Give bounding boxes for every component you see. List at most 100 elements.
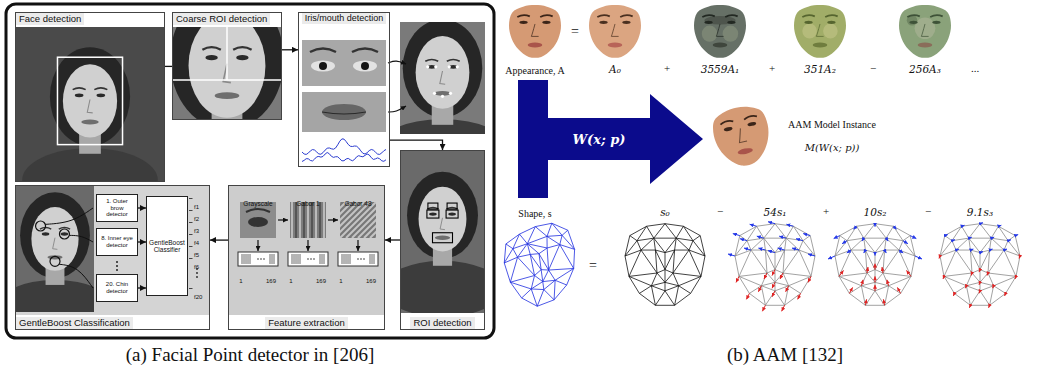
shape-vector (962, 225, 965, 226)
subfigure-caption: (a) Facial Point detector in [206] (126, 344, 375, 366)
shape-vector (782, 305, 785, 311)
label-text: − (717, 205, 723, 217)
ellipsis-dot (260, 258, 262, 260)
leader-line (59, 264, 93, 288)
roi-divider (226, 27, 228, 80)
shape-vector (980, 252, 983, 253)
shape-vector (875, 224, 876, 227)
connector (138, 241, 146, 242)
shape-vector (998, 225, 1001, 226)
label-text: f6 (194, 264, 199, 270)
label-text: 1 (289, 278, 292, 284)
detector-box: 1. Outer brow detector (96, 194, 138, 222)
vector-tick (250, 254, 251, 264)
panel-title: Coarse ROI detection (173, 13, 270, 25)
ellipsis-dot (116, 265, 118, 267)
label-text: 1 (239, 278, 242, 284)
pointer-arrow (388, 106, 406, 112)
operator: − (870, 58, 876, 76)
shape-vector (1004, 249, 1007, 250)
eye (205, 55, 217, 60)
shape-vector (979, 282, 980, 285)
photo (16, 27, 164, 212)
shape-vector (1019, 256, 1020, 259)
shape-vector (728, 254, 735, 256)
eyebrow (94, 88, 107, 90)
filter-name: Gabor 1 (296, 192, 320, 210)
label-text: f3 (194, 228, 199, 234)
vector-tick (344, 254, 345, 264)
mouth (713, 43, 728, 48)
nose (737, 128, 747, 143)
shape-vector (887, 280, 889, 286)
roi-square (427, 210, 439, 218)
index-number: 1 (239, 269, 242, 287)
pointer-arrow (357, 240, 358, 251)
pointer-arrow (328, 219, 338, 220)
connector (385, 239, 400, 240)
face (189, 14, 266, 118)
face-image (794, 5, 846, 58)
eye (542, 21, 550, 24)
eyebrow (73, 88, 86, 90)
eyebrow (425, 59, 438, 61)
roi-square (433, 233, 453, 243)
ellipsis-dot (310, 258, 312, 260)
hair (403, 19, 483, 117)
mouth-crop (302, 92, 386, 132)
face-image (509, 5, 561, 58)
ellipsis-dot (357, 258, 359, 260)
shape-vector (865, 299, 866, 305)
ellipsis-dot (307, 258, 309, 260)
vector-tick (300, 254, 301, 264)
shape-vector (828, 256, 835, 259)
eye (61, 232, 69, 235)
label-text: Gabor 1 (296, 200, 320, 207)
output-line (189, 222, 193, 223)
eye-crop (302, 40, 386, 86)
vector-tick (274, 254, 275, 264)
box-text: 8. Inner eye detector (99, 235, 135, 249)
mouth (435, 236, 450, 240)
shape-vector (772, 291, 775, 297)
feature-point (448, 65, 451, 68)
shape-vector (969, 237, 972, 238)
shape-vector (786, 286, 789, 292)
shading (802, 23, 817, 38)
ellipsis-dot (196, 272, 198, 274)
shape-vector (885, 250, 887, 253)
process-panel: ROI detection (400, 150, 485, 330)
eye (909, 21, 917, 24)
vector-tick (294, 254, 295, 264)
pointer-arrow (307, 240, 308, 251)
shape-vector (875, 253, 876, 256)
shape-vector (808, 276, 811, 282)
eyebrow (517, 15, 529, 17)
shape-vector (907, 270, 912, 276)
shape-vector (861, 280, 863, 286)
shape-vector (943, 276, 944, 279)
face-mask (794, 5, 846, 58)
pointer-arrow (278, 219, 288, 220)
subfigure-caption: (b) AAM [132] (727, 344, 843, 366)
roi-square (447, 203, 457, 209)
shape-vector (993, 286, 994, 289)
shape-vector (1015, 276, 1016, 279)
box-text: GentleBoost Classifier (149, 239, 185, 254)
ellipsis-dot (116, 261, 118, 263)
shading (704, 16, 735, 25)
warp-label: W(x; p) (548, 132, 650, 147)
shape-vector (875, 285, 876, 291)
shape-vector (780, 273, 783, 279)
feature-point (426, 65, 429, 68)
eyebrow (702, 15, 714, 17)
gabor-patch (290, 202, 326, 238)
shape-vector (786, 224, 793, 226)
operator: + (769, 58, 775, 76)
label-text: = (589, 258, 597, 273)
iris (361, 62, 369, 70)
ellipsis-dot (263, 258, 265, 260)
label-text: Appearance, A (505, 65, 564, 76)
point-marker (50, 256, 60, 266)
shape-vector (798, 293, 801, 299)
